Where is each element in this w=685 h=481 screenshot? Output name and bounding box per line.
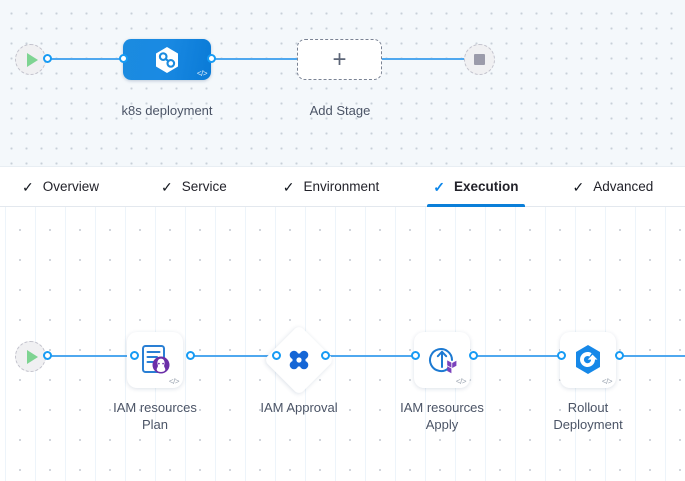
stage-node-label: k8s deployment xyxy=(121,103,213,118)
step-node-iam-approval-icon-wrap xyxy=(274,335,324,385)
stage-code-badge[interactable]: </> xyxy=(196,69,208,78)
check-icon: ✓ xyxy=(433,178,446,195)
edge-apply-to-rollout xyxy=(473,355,563,357)
step-node-iam-resources-plan[interactable]: </> xyxy=(127,332,183,388)
step-label-line1: IAM resources xyxy=(113,400,197,415)
plan-input-port[interactable] xyxy=(130,351,139,360)
edge-start-to-stage xyxy=(46,58,128,60)
approval-input-port[interactable] xyxy=(272,351,281,360)
edge-addstage-to-end xyxy=(378,58,470,60)
approval-output-port[interactable] xyxy=(321,351,330,360)
edge-approval-to-apply xyxy=(325,355,417,357)
apply-output-port[interactable] xyxy=(469,351,478,360)
step-label-iam-resources-plan: IAM resources Plan xyxy=(75,399,235,433)
edge-stage-to-addstage xyxy=(210,58,302,60)
rollout-input-port[interactable] xyxy=(557,351,566,360)
step-label-line2: Apply xyxy=(425,417,459,432)
tab-environment[interactable]: ✓ Environment xyxy=(269,166,394,207)
step-label-iam-approval: IAM Approval xyxy=(219,399,379,416)
pipeline-start-node[interactable] xyxy=(15,44,46,75)
terraform-plan-document-icon xyxy=(142,345,170,374)
harness-approval-flower-icon xyxy=(289,350,309,370)
start-node-output-port[interactable] xyxy=(43,54,52,63)
add-stage-label: Add Stage xyxy=(309,103,371,118)
check-icon: ✓ xyxy=(161,178,173,195)
step-node-rollout-deployment[interactable]: </> xyxy=(560,332,616,388)
check-icon: ✓ xyxy=(282,178,295,195)
step-label-line1: IAM resources xyxy=(400,400,484,415)
step-label-rollout-deployment: Rollout Deployment xyxy=(508,399,668,433)
tab-service[interactable]: ✓ Service xyxy=(147,166,241,207)
plan-output-port[interactable] xyxy=(186,351,195,360)
rollout-output-port[interactable] xyxy=(615,351,624,360)
step-label-line2: Plan xyxy=(141,417,169,432)
step-config-tab-bar[interactable]: ✓ Overview ✓ Service ✓ Environment ✓ Exe… xyxy=(0,166,685,207)
check-icon: ✓ xyxy=(22,178,34,195)
terraform-apply-rollback-icon xyxy=(429,348,457,374)
play-icon xyxy=(26,52,38,67)
tab-overview[interactable]: ✓ Overview xyxy=(8,166,113,207)
edge-plan-to-approval xyxy=(190,355,275,357)
argo-rollout-hexagon-icon xyxy=(576,345,600,374)
k8s-hexagon-infinity-icon xyxy=(156,47,178,73)
execution-steps-canvas[interactable]: </> IAM resources Plan IAM Approval xyxy=(0,207,685,481)
step-code-badge[interactable]: </> xyxy=(601,377,613,386)
step-label-line2: Deployment xyxy=(553,417,623,432)
execution-start-node[interactable] xyxy=(15,341,46,372)
stage-pipeline-canvas[interactable]: </> k8s deployment + Add Stage xyxy=(0,0,685,166)
stage-output-port[interactable] xyxy=(207,54,216,63)
tab-environment-label: Environment xyxy=(303,179,380,194)
plus-icon: + xyxy=(332,45,347,73)
tab-service-label: Service xyxy=(181,179,227,194)
check-icon: ✓ xyxy=(572,178,585,195)
stop-icon xyxy=(474,54,485,65)
apply-input-port[interactable] xyxy=(411,351,420,360)
tab-advanced[interactable]: ✓ Advanced xyxy=(559,166,668,207)
step-label-iam-resources-apply: IAM resources Apply xyxy=(362,399,522,433)
step-label-line1: IAM Approval xyxy=(260,400,338,415)
add-stage-button[interactable]: + xyxy=(297,39,382,80)
tab-overview-label: Overview xyxy=(42,179,99,194)
tab-advanced-label: Advanced xyxy=(593,179,654,194)
stage-node-k8s-deployment[interactable]: </> xyxy=(123,39,211,80)
pipeline-end-node[interactable] xyxy=(464,44,495,75)
step-node-iam-resources-apply[interactable]: </> xyxy=(414,332,470,388)
edge-start-to-plan xyxy=(46,355,134,357)
step-label-line1: Rollout xyxy=(567,400,609,415)
step-code-badge[interactable]: </> xyxy=(168,377,180,386)
tab-execution[interactable]: ✓ Execution xyxy=(419,166,532,207)
tab-execution-label: Execution xyxy=(454,179,519,194)
stage-input-port[interactable] xyxy=(119,54,128,63)
play-icon xyxy=(26,349,38,364)
edge-rollout-to-next xyxy=(619,355,685,357)
step-code-badge[interactable]: </> xyxy=(455,377,467,386)
execution-start-output-port[interactable] xyxy=(43,351,52,360)
